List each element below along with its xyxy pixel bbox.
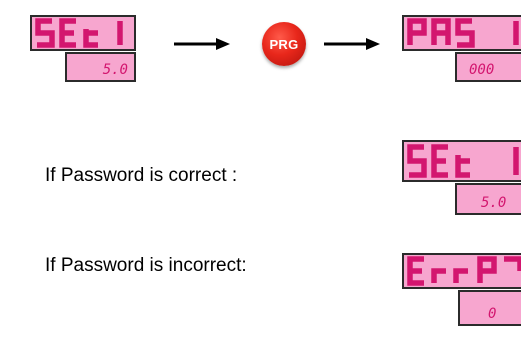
- display-pass-main-segments: [407, 18, 519, 48]
- display-set-main: [30, 15, 136, 51]
- display-set-main-segments: [35, 18, 123, 48]
- display-pass-value: 000: [469, 62, 495, 78]
- display-set-result-main: [402, 140, 521, 182]
- display-set-result-value: 5.0: [481, 195, 507, 211]
- display-set-sub: 5.0: [65, 52, 136, 82]
- label-password-correct: If Password is correct :: [45, 165, 238, 186]
- prg-button-label: PRG: [269, 36, 299, 52]
- display-set-result-sub: 5.0: [455, 183, 521, 215]
- label-password-incorrect: If Password is incorrect:: [45, 255, 247, 276]
- display-err-value: 0: [488, 306, 497, 322]
- prg-button[interactable]: PRG: [262, 22, 306, 66]
- display-err-main-segments: [407, 256, 521, 286]
- display-pass-sub: 000: [455, 52, 521, 82]
- display-err-sub: 0: [458, 290, 521, 326]
- arrow-right-icon: [174, 38, 230, 50]
- display-err-main: [402, 253, 521, 289]
- display-set-result-segments: [407, 144, 519, 178]
- arrow-right-icon: [324, 38, 380, 50]
- display-pass-main: [402, 15, 521, 51]
- display-set-value: 5.0: [102, 62, 128, 78]
